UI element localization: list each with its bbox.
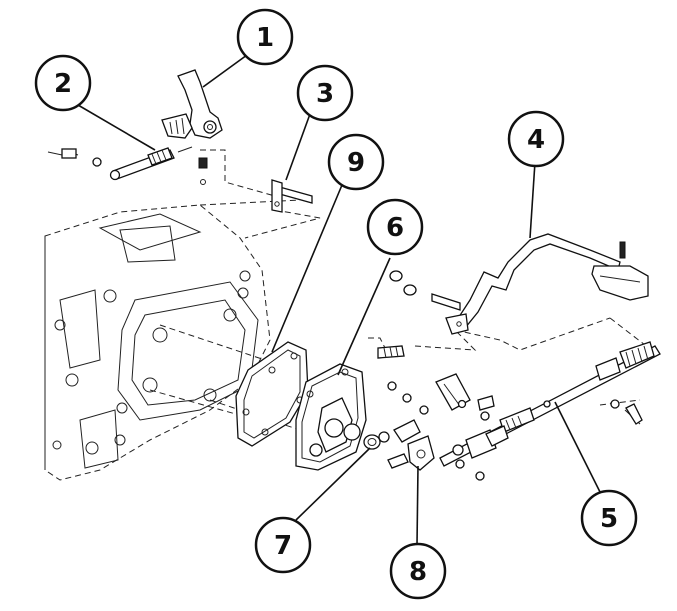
seal-part <box>363 431 390 450</box>
callout-9: 9 <box>327 133 385 191</box>
callout-6: 6 <box>366 198 424 256</box>
shift-rod-part <box>47 146 193 181</box>
alignment-lines <box>149 149 646 431</box>
callout-5-number: 5 <box>600 504 618 534</box>
cover-plate-part <box>295 345 429 471</box>
callout-3-number: 3 <box>316 79 334 109</box>
shift-fork-part <box>161 69 223 185</box>
callout-4: 4 <box>507 110 565 168</box>
callout-6-number: 6 <box>386 213 404 243</box>
transmission-housing <box>44 199 301 481</box>
callout-7: 7 <box>254 516 312 574</box>
callout-5: 5 <box>580 489 638 547</box>
callout-8: 8 <box>389 542 447 600</box>
callout-2: 2 <box>34 54 92 112</box>
gasket-part <box>235 341 309 447</box>
callout-1: 1 <box>236 8 294 66</box>
callout-7-number: 7 <box>274 531 292 561</box>
lever-arm-part <box>387 373 495 471</box>
callout-4-number: 4 <box>527 125 545 155</box>
callout-2-number: 2 <box>54 69 72 99</box>
callout-3: 3 <box>296 64 354 122</box>
shift-cable-part <box>439 341 661 481</box>
callout-9-number: 9 <box>347 148 365 178</box>
external-lever-part <box>389 233 649 335</box>
detent-pin-part <box>271 179 313 213</box>
callout-1-number: 1 <box>256 23 274 53</box>
leader-lines <box>77 54 601 546</box>
callout-8-number: 8 <box>409 557 427 587</box>
